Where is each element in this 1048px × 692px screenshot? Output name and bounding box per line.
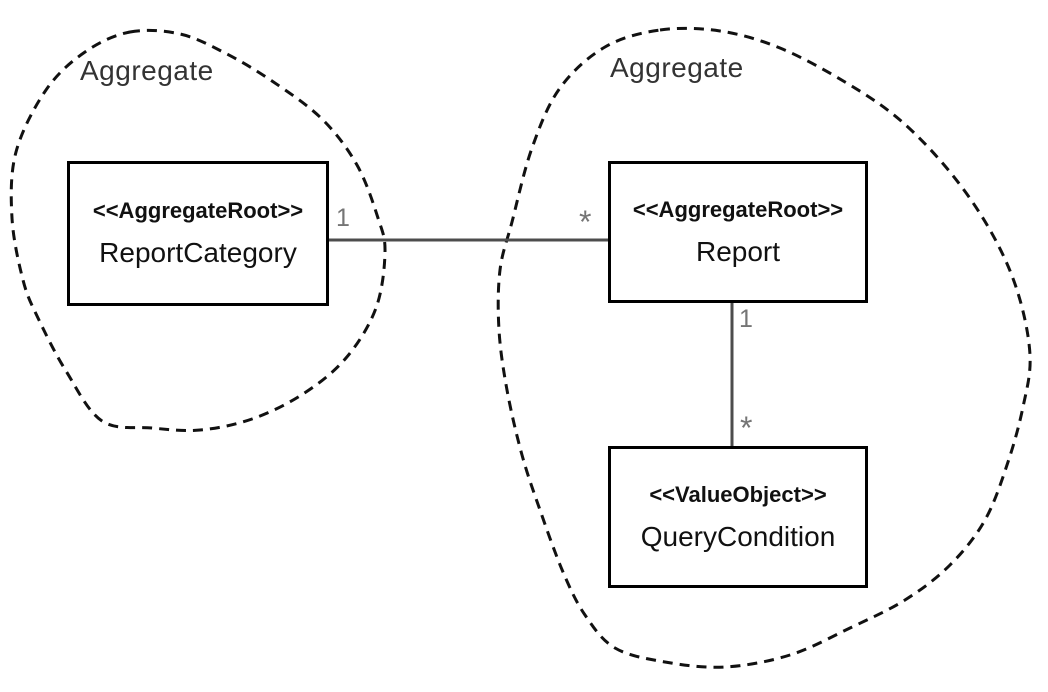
aggregate-boundary-left <box>9 28 387 433</box>
class-box-report: <<AggregateRoot>> Report <box>608 161 868 303</box>
class-name: ReportCategory <box>99 237 297 268</box>
class-box-report-category: <<AggregateRoot>> ReportCategory <box>67 161 329 306</box>
aggregate-boundary-right <box>496 26 1032 669</box>
class-box-query-condition: <<ValueObject>> QueryCondition <box>608 446 868 588</box>
multiplicity-report-side-horizontal: * <box>579 204 592 240</box>
aggregate-label-left: Aggregate <box>80 55 214 86</box>
aggregate-label-right: Aggregate <box>610 52 744 83</box>
multiplicity-report-side-vertical: 1 <box>739 305 753 333</box>
multiplicity-reportcategory-side: 1 <box>336 204 350 232</box>
class-name: Report <box>695 235 781 267</box>
stereotype-label: <<AggregateRoot>> <box>632 196 844 222</box>
multiplicity-querycondition-side: * <box>740 410 753 446</box>
class-name: QueryCondition <box>640 520 836 552</box>
stereotype-label: <<AggregateRoot>> <box>92 198 304 223</box>
stereotype-label: <<ValueObject>> <box>649 481 827 507</box>
